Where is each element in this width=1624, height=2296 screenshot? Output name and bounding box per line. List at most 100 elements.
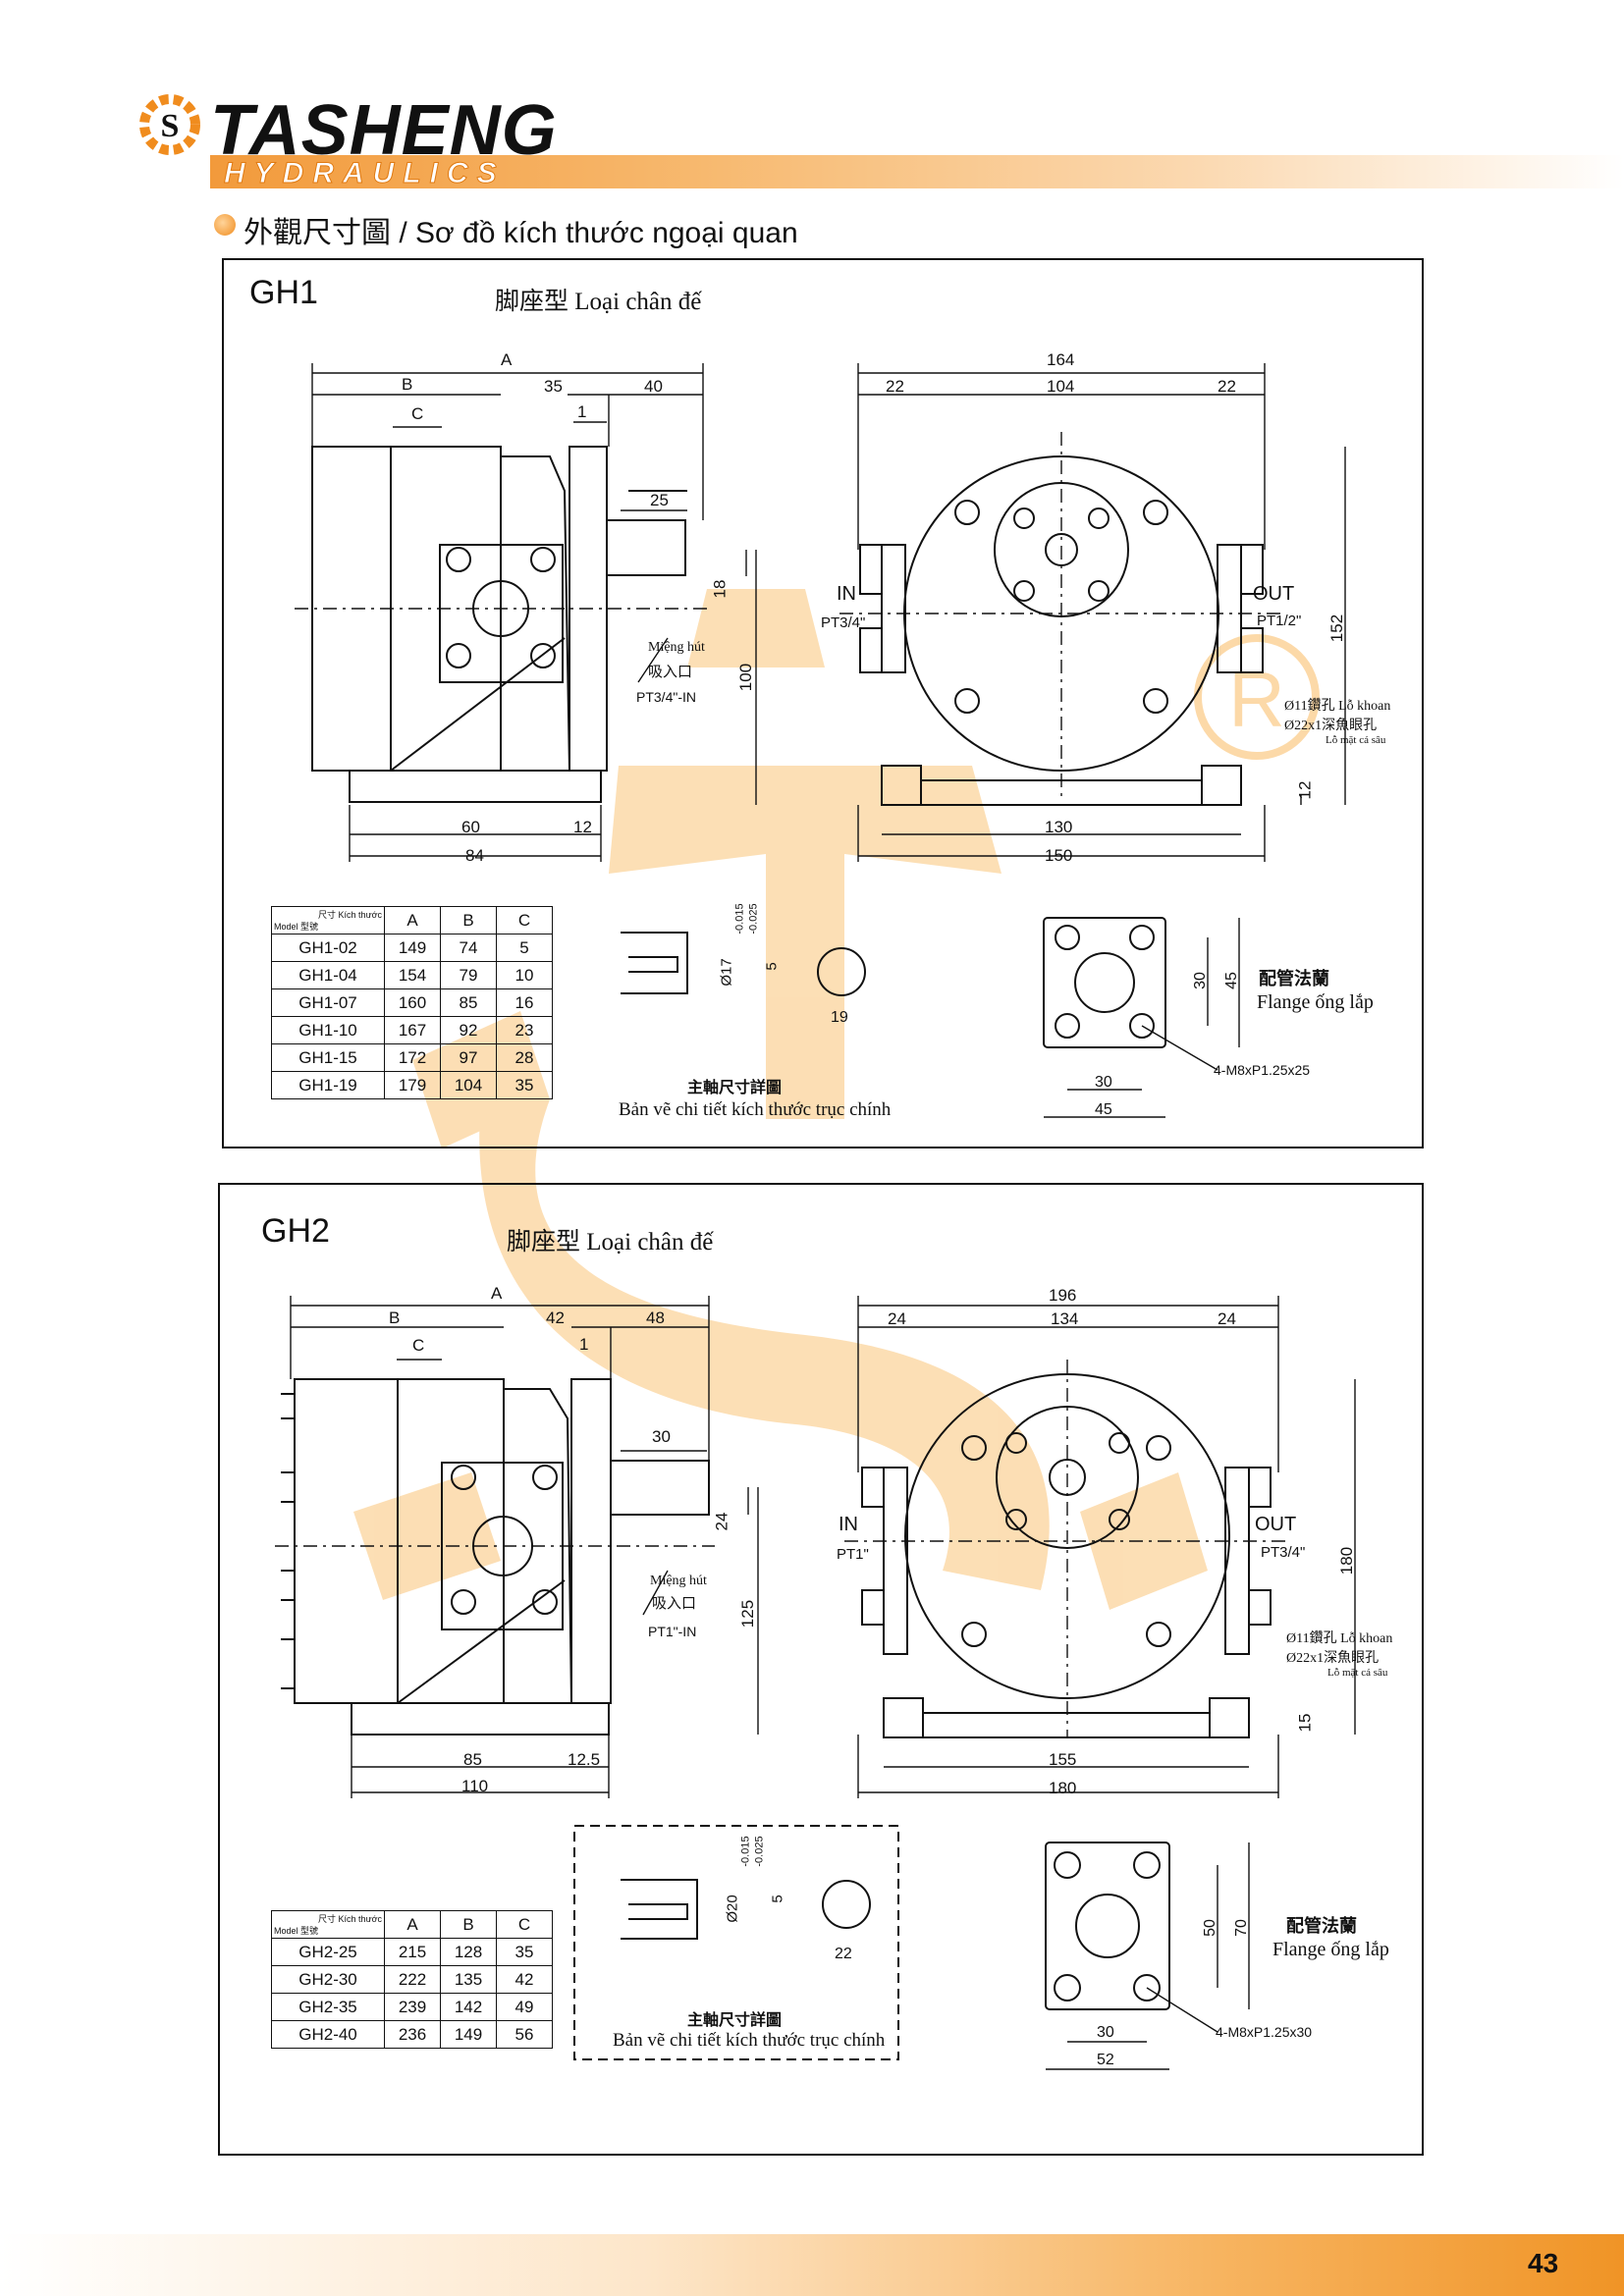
gh2-out-label: OUT bbox=[1255, 1514, 1297, 1535]
footer-band bbox=[0, 2234, 1624, 2296]
gh2-hole-drill: Ø11鑽孔 Lỗ khoan bbox=[1286, 1631, 1393, 1646]
table-cell: 236 bbox=[384, 2020, 441, 2049]
gh1-in-port: PT3/4" bbox=[821, 614, 866, 631]
table-cell: GH2-30 bbox=[271, 1965, 385, 1994]
gh2-dim-30: 30 bbox=[652, 1427, 671, 1446]
gh1-model-title: GH1 bbox=[249, 274, 318, 311]
gh2-flange-30h: 30 bbox=[1097, 2024, 1114, 2041]
bullet-icon bbox=[214, 214, 236, 236]
table-cell: 79 bbox=[440, 961, 497, 989]
table-cell: 172 bbox=[384, 1043, 441, 1072]
gh2-dim-155: 155 bbox=[1049, 1750, 1077, 1769]
table-cell: 222 bbox=[384, 1965, 441, 1994]
gh1-dim-40: 40 bbox=[644, 377, 663, 396]
table-col-header: A bbox=[384, 906, 441, 934]
gh1-flange-bolt: 4-M8xP1.25x25 bbox=[1214, 1062, 1311, 1078]
gh2-dim-125: 125 bbox=[738, 1599, 758, 1629]
gh2-dim-134: 134 bbox=[1051, 1309, 1079, 1328]
table-cell: 16 bbox=[496, 988, 553, 1017]
gh2-dim-48: 48 bbox=[646, 1308, 665, 1327]
table-header-model: Model 型號 bbox=[274, 1926, 319, 1936]
table-cell: 149 bbox=[384, 934, 441, 962]
gh2-in-port: PT1" bbox=[837, 1546, 869, 1563]
gh2-flange-70v: 70 bbox=[1232, 1919, 1250, 1937]
gh1-hole-counterbore: Ø22x1深魚眼孔 bbox=[1284, 719, 1378, 733]
table-cell: 74 bbox=[440, 934, 497, 962]
table-header-model: Model 型號 bbox=[274, 922, 319, 932]
table-col-header: C bbox=[496, 906, 553, 934]
table-corner-header: 尺寸 Kích thước Model 型號 bbox=[271, 906, 385, 934]
gh1-shaft-title-cn: 主軸尺寸詳圖 bbox=[687, 1080, 783, 1096]
brand-logo-icon: S bbox=[135, 90, 204, 159]
gh1-flange-title-cn: 配管法蘭 bbox=[1259, 969, 1329, 988]
table-cell: 49 bbox=[496, 1993, 553, 2021]
gh2-mount-type: 脚座型 Loại chân đế bbox=[507, 1229, 714, 1255]
gh1-suction-port: PT3/4"-IN bbox=[636, 689, 696, 705]
gh1-dim-A: A bbox=[501, 350, 513, 369]
table-cell: GH1-02 bbox=[271, 934, 385, 962]
gh1-dim-150: 150 bbox=[1045, 846, 1073, 865]
gh2-flange-bolt: 4-M8xP1.25x30 bbox=[1216, 2024, 1313, 2040]
gh1-flange-45h: 45 bbox=[1095, 1101, 1112, 1118]
gh1-dim-22a: 22 bbox=[886, 377, 904, 396]
table-cell: GH1-10 bbox=[271, 1016, 385, 1044]
gh2-shaft-width: 22 bbox=[835, 1946, 852, 1962]
table-cell: 167 bbox=[384, 1016, 441, 1044]
gh2-dim-42: 42 bbox=[546, 1308, 565, 1327]
gh2-hole-counterbore: Ø22x1深魚眼孔 bbox=[1286, 1651, 1380, 1666]
table-cell: 239 bbox=[384, 1993, 441, 2021]
gh2-flange-50v: 50 bbox=[1201, 1919, 1218, 1937]
page-number: 43 bbox=[1528, 2248, 1559, 2278]
gh1-dim-104: 104 bbox=[1047, 377, 1075, 396]
gh1-out-port: PT1/2" bbox=[1257, 613, 1302, 629]
gh1-dim-84: 84 bbox=[465, 846, 484, 865]
gh2-model-title: GH2 bbox=[261, 1212, 330, 1250]
header-band bbox=[210, 155, 1624, 188]
table-cell: 142 bbox=[440, 1993, 497, 2021]
table-cell: 92 bbox=[440, 1016, 497, 1044]
gh2-suction-vn: Miệng hút bbox=[650, 1574, 707, 1588]
gh2-in-label: IN bbox=[839, 1514, 858, 1535]
gh1-shaft-title-vn: Bản vẽ chi tiết kích thước trục chính bbox=[619, 1099, 892, 1120]
gh1-hole-drill: Ø11鑽孔 Lỗ khoan bbox=[1284, 699, 1391, 714]
gh1-flange-title-vn: Flange ống lắp bbox=[1257, 991, 1374, 1013]
table-col-header: A bbox=[384, 1910, 441, 1939]
table-cell: GH2-25 bbox=[271, 1938, 385, 1966]
gh1-suction-cn: 吸入口 bbox=[648, 664, 693, 680]
table-cell: 135 bbox=[440, 1965, 497, 1994]
gh2-dim-110: 110 bbox=[461, 1777, 489, 1795]
table-cell: GH1-15 bbox=[271, 1043, 385, 1072]
gh2-flange-title-cn: 配管法蘭 bbox=[1286, 1916, 1357, 1936]
gh1-dim-35: 35 bbox=[544, 377, 563, 396]
gh1-hole-deep: Lỗ mặt cá sâu bbox=[1326, 734, 1386, 746]
gh1-suction-vn: Miệng hút bbox=[648, 640, 705, 655]
table-cell: 23 bbox=[496, 1016, 553, 1044]
table-header-row: 尺寸 Kích thước Model 型號 A B C bbox=[271, 906, 553, 934]
gh1-dim-B: B bbox=[402, 375, 413, 394]
table-col-header: C bbox=[496, 1910, 553, 1939]
table-cell: 215 bbox=[384, 1938, 441, 1966]
gh2-hole-deep: Lỗ mặt cá sâu bbox=[1327, 1667, 1388, 1679]
table-cell: 85 bbox=[440, 988, 497, 1017]
gh1-dim-60: 60 bbox=[461, 818, 480, 836]
gh1-dim-1: 1 bbox=[577, 402, 587, 421]
table-header-size: 尺寸 Kích thước bbox=[318, 1914, 382, 1924]
gh2-dim-15: 15 bbox=[1295, 1713, 1315, 1733]
gh2-dim-180: 180 bbox=[1049, 1779, 1077, 1797]
table-cell: 128 bbox=[440, 1938, 497, 1966]
gh1-dim-164: 164 bbox=[1047, 350, 1075, 369]
gh2-flange-title-vn: Flange ống lắp bbox=[1272, 1939, 1389, 1960]
gh1-dim-12: 12 bbox=[573, 818, 592, 836]
gh1-dim-130: 130 bbox=[1045, 818, 1073, 836]
svg-text:S: S bbox=[161, 108, 180, 144]
table-cell: 35 bbox=[496, 1071, 553, 1099]
gh1-in-label: IN bbox=[837, 583, 856, 605]
gh2-suction-cn: 吸入口 bbox=[652, 1595, 697, 1612]
